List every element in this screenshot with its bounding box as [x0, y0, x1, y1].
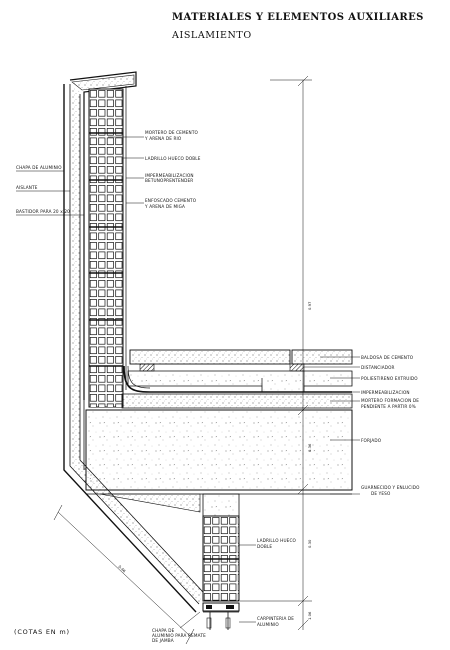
- dim-label-4: 1.06: [307, 611, 312, 620]
- label-aislante: AISLANTE: [16, 185, 38, 190]
- lower-brick-wall: [99, 493, 240, 630]
- label-enfoscado-2: Y ARENA DE MIGA: [144, 204, 185, 209]
- units-note: (COTAS EN m): [14, 628, 70, 636]
- label-chapa-remate-1: CHAPA DE: [152, 628, 175, 633]
- dim-label-5: 0.46: [117, 564, 127, 574]
- label-ladrillo-hueco-2: DOBLE: [257, 544, 272, 549]
- dim-label-1: 0.97: [307, 301, 312, 310]
- label-imperm-1: IMPERMEABILIZACION: [145, 173, 194, 178]
- label-poliestireno: POLIESTIRENO EXTRUIDO: [361, 376, 418, 381]
- label-mortero-1: MORTERO FORMACION DE: [361, 398, 419, 403]
- label-chapa-remate-3: DE JAMBA: [152, 638, 174, 643]
- label-mortero-rio-1: MORTERO DE CEMENTO: [145, 130, 199, 135]
- label-guarnecido-2: DE YESO: [371, 491, 391, 496]
- label-chapa-remate-2: ALUMINIO PARA REMATE: [152, 633, 206, 638]
- annotation-labels: CHAPA DE ALUMINIO AISLANTE BASTIDOR PARA…: [16, 130, 420, 643]
- label-carpinteria-1: CARPINTERIA DE: [257, 616, 294, 621]
- leader-lines: [16, 136, 360, 629]
- roof-layers: [85, 349, 353, 495]
- dimension-lines: [53, 75, 312, 645]
- drawing-title: MATERIALES Y ELEMENTOS AUXILIARES: [172, 12, 424, 23]
- label-mortero-rio-2: Y ARENA DE RIO: [144, 136, 182, 141]
- label-ladrillo-doble: LADRILLO HUECO DOBLE: [145, 156, 201, 161]
- label-impermeabilizacion: IMPERMEABILIZACION: [361, 390, 410, 395]
- label-guarnecido-1: GUARNECIDO Y ENLUCIDO: [361, 485, 420, 490]
- label-carpinteria-2: ALUMINIO: [257, 622, 279, 627]
- aluminium-cladding: [63, 71, 204, 613]
- brick-wall: [88, 86, 127, 408]
- label-chapa-aluminio: CHAPA DE ALUMINIO: [16, 165, 62, 170]
- dim-label-2: 0.36: [307, 443, 312, 452]
- dim-label-3: 0.30: [307, 539, 312, 548]
- label-mortero-2: PENDIENTE A PARTIR 0%: [361, 404, 416, 409]
- label-imperm-2: BETUNOPRENTENDER: [145, 178, 193, 183]
- drawing-subtitle: AISLAMIENTO: [172, 30, 252, 41]
- label-enfoscado-1: ENFOSCADO CEMENTO: [145, 198, 197, 203]
- label-bastidor: BASTIDOR PARA 20 x 20: [16, 209, 70, 214]
- label-ladrillo-hueco-1: LADRILLO HUECO: [257, 538, 297, 543]
- label-distanciador: DISTANCIADOR: [361, 365, 395, 370]
- label-forjado: FORJADO: [361, 438, 382, 443]
- label-baldosa: BALDOSA DE CEMENTO: [361, 355, 414, 360]
